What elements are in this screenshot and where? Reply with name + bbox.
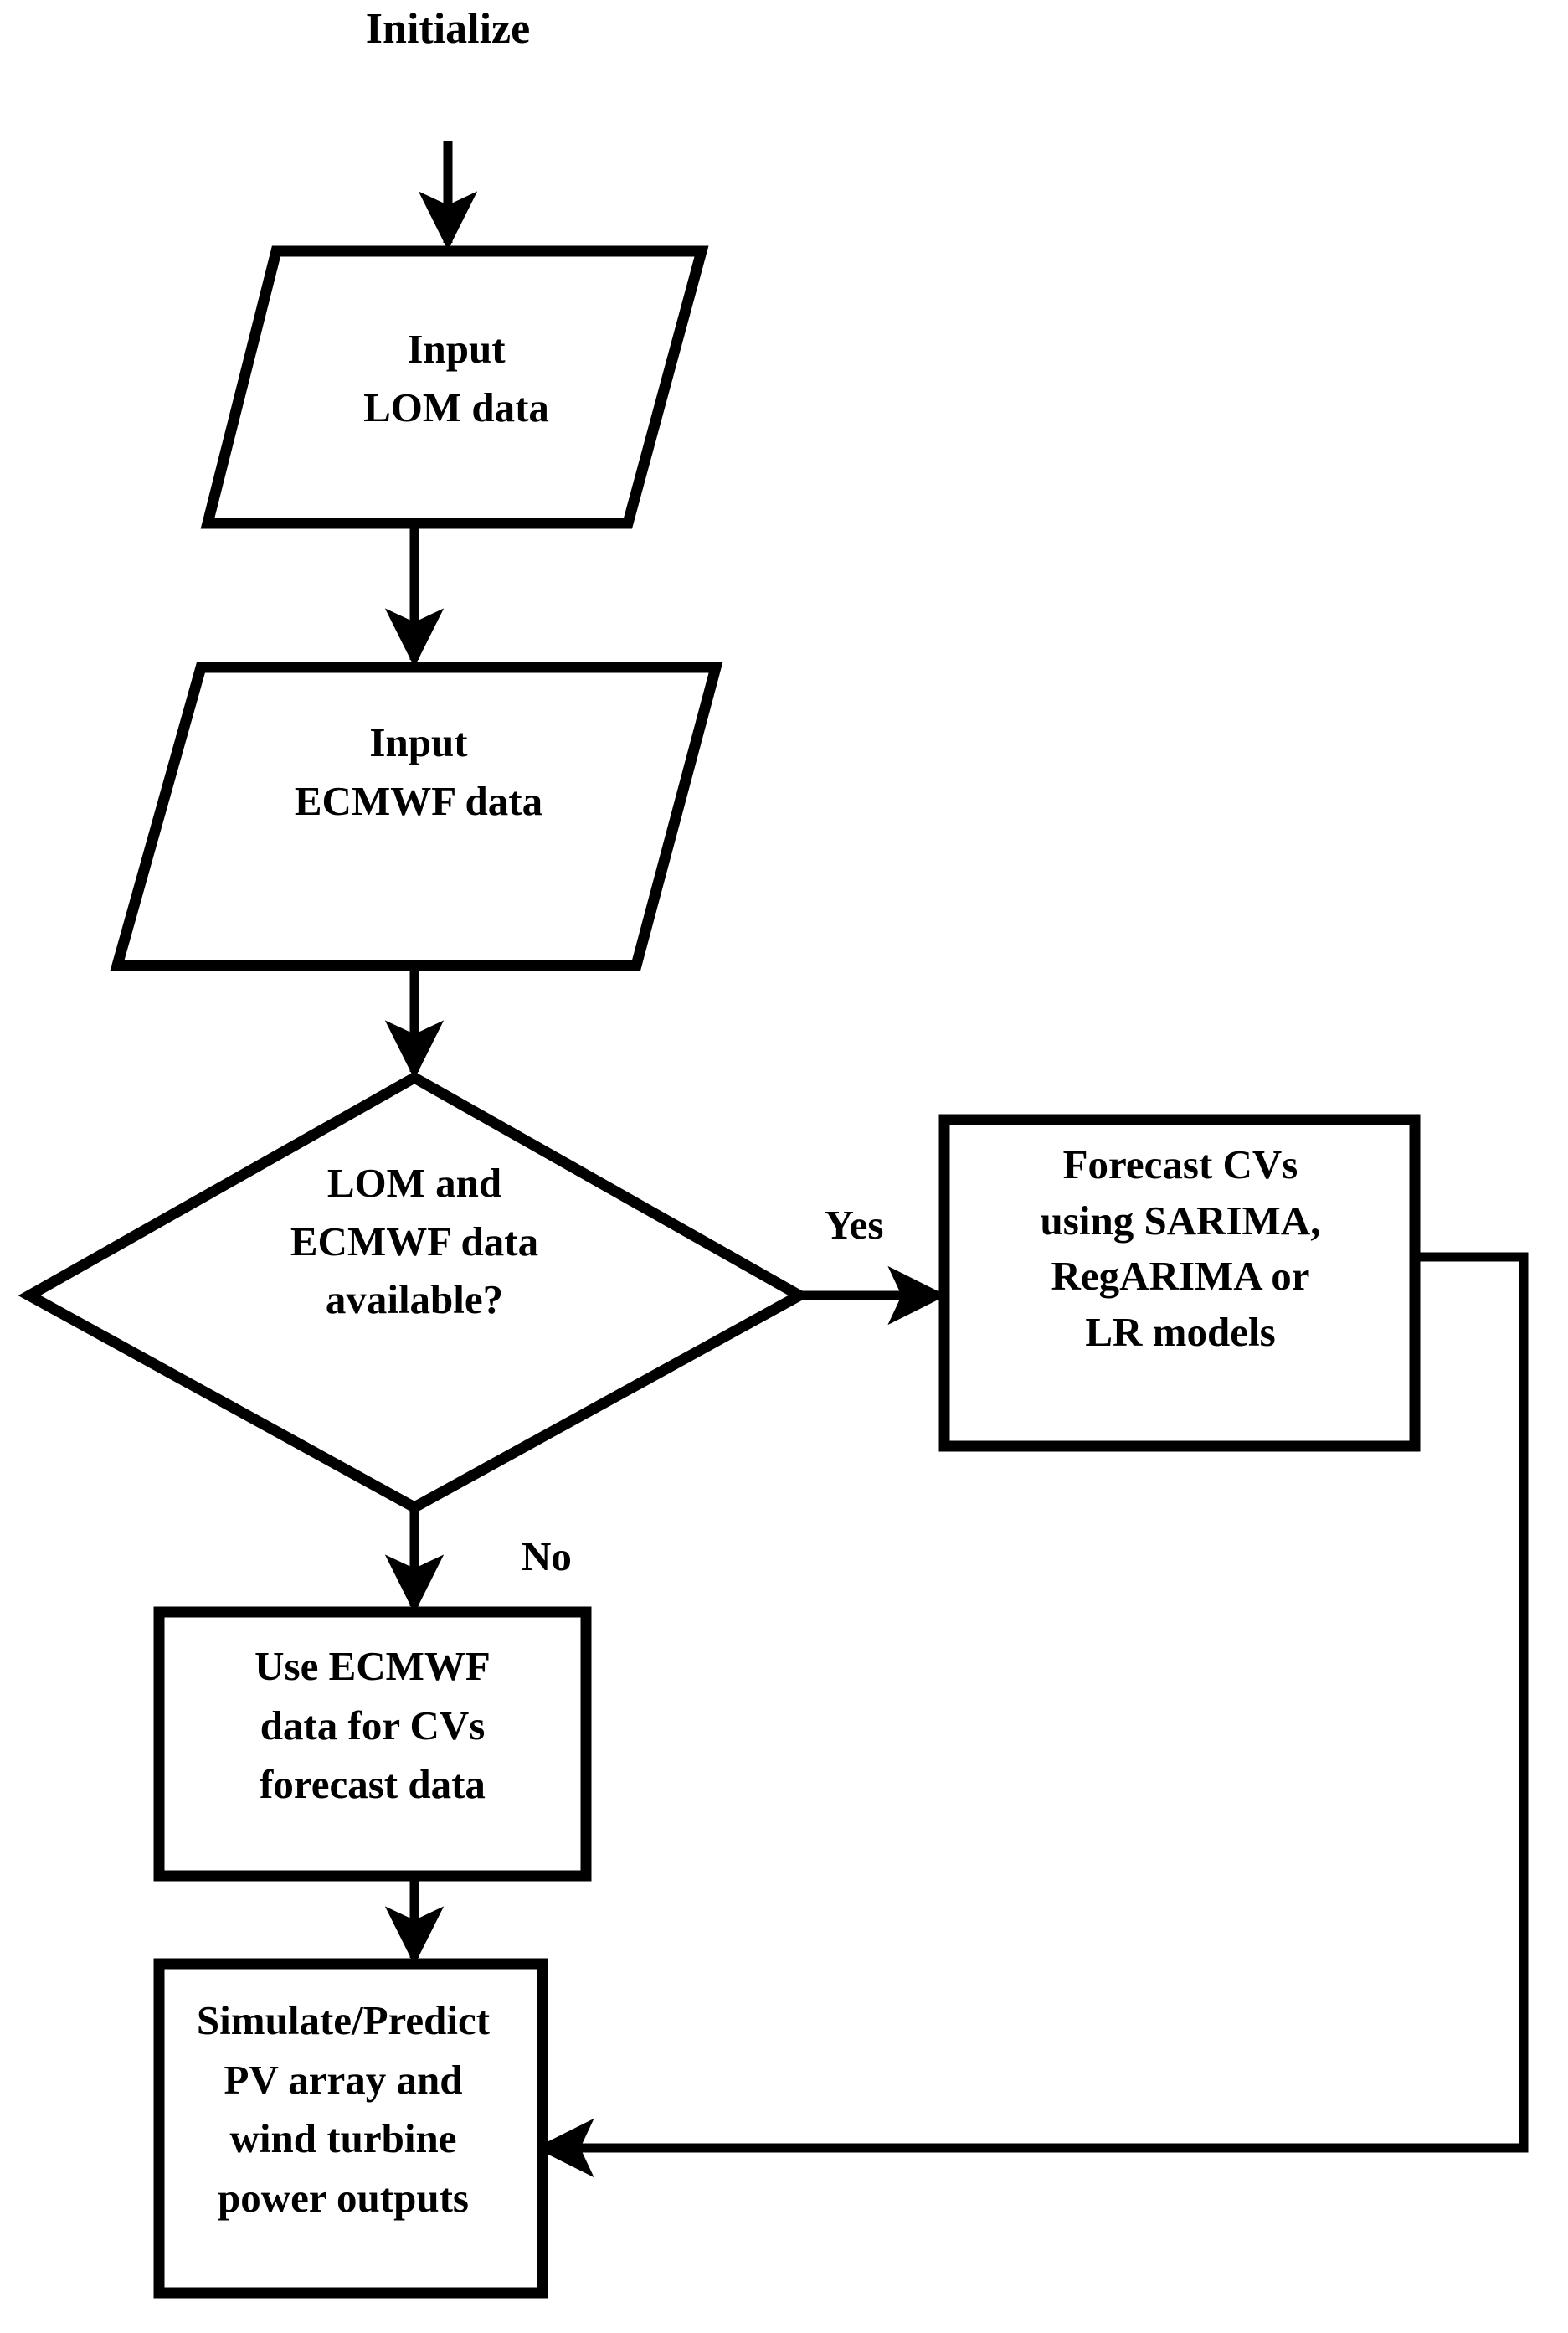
node-decision-shape [18,1071,811,1514]
node-input-lom-shape [200,245,709,529]
node-input-ecmwf-shape [110,662,723,971]
node-use-ecmwf-shape [153,1606,592,1882]
node-forecast-shape [938,1114,1421,1452]
edge-forecast-to-simulate-feedback [535,1252,1529,2178]
node-simulate-shape [153,1958,548,2299]
